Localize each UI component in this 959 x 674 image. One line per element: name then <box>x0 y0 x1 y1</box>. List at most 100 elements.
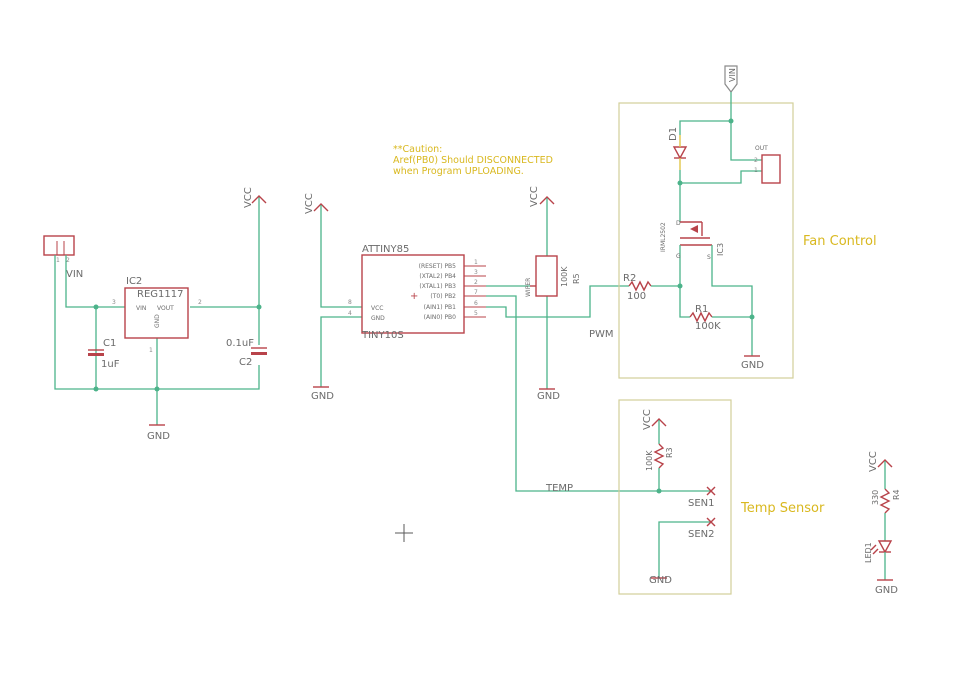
capacitor-c1-name: C1 <box>103 338 116 349</box>
mcu-pin-num: 6 <box>474 300 478 307</box>
resistor-r2[interactable] <box>628 280 652 292</box>
fan-output-pin1: 1 <box>754 167 758 174</box>
vcc-arrow-mcu <box>313 203 329 212</box>
capacitor-c2-name: C2 <box>239 357 252 368</box>
caution-note-line3: when Program UPLOADING. <box>393 166 524 177</box>
temp-sensor-frame: Temp Sensor VCC 100K R3 SEN1 SEN2 GND <box>618 399 825 595</box>
mosfet-pin-g: G <box>676 253 681 260</box>
gnd-label-pot: GND <box>537 391 560 402</box>
wire-pwm <box>486 285 629 318</box>
mcu-right-pins: (RESET) PB5 (XTAL2) PB4 (XTAL1) PB3 (T0)… <box>419 259 486 321</box>
led-section: VCC 330 R4 LED1 GND <box>864 451 901 596</box>
net-label-vin: VIN <box>66 269 83 280</box>
vcc-label-sensor: VCC <box>642 409 653 430</box>
mcu-pin-num: 3 <box>474 269 478 276</box>
wire-vout <box>190 197 260 308</box>
regulator-pin-out-num: 2 <box>198 299 202 306</box>
potentiometer-r5[interactable] <box>535 255 558 297</box>
regulator-pin-gnd: GND <box>154 314 161 328</box>
mcu-pin-vcc: VCC <box>371 305 383 312</box>
sensor-sen2-label: SEN2 <box>688 529 715 540</box>
resistor-r4-value: 330 <box>871 490 880 505</box>
regulator-section: 1 2 VIN IC2 REG1117 VIN VOUT GND 3 2 1 C… <box>43 187 267 442</box>
fan-output-connector[interactable] <box>761 154 781 184</box>
mcu-section: VCC GND ATTINY85 TINY10S VCC GND 8 4 + (… <box>304 144 711 494</box>
input-connector[interactable] <box>43 235 75 256</box>
resistor-r4[interactable] <box>879 488 891 514</box>
resistor-r1-name: R1 <box>695 304 708 315</box>
resistor-r2-name: R2 <box>623 273 636 284</box>
sensor-pad-sen1[interactable] <box>706 486 716 496</box>
net-label-temp: TEMP <box>545 483 573 494</box>
mcu-pin-label: (XTAL1) PB3 <box>419 283 456 290</box>
regulator-pin-vout: VOUT <box>157 305 174 312</box>
wire-temp <box>486 295 711 492</box>
vcc-label-pot: VCC <box>529 186 540 207</box>
regulator-pin-vin: VIN <box>136 305 146 312</box>
resistor-r1-value: 100K <box>695 321 721 332</box>
caution-note-line2: Aref(PB0) Should DISCONNECTED <box>393 155 553 166</box>
vcc-label-mcu: VCC <box>304 193 315 214</box>
temp-sensor-box <box>618 399 732 595</box>
wire-mcu-vcc <box>320 205 362 308</box>
mcu-plus-mark: + <box>410 291 418 302</box>
vcc-arrow-reg <box>251 195 267 204</box>
vcc-arrow-pot <box>539 196 555 205</box>
mcu-pin-num: 7 <box>474 289 478 296</box>
led-led1[interactable] <box>877 540 893 554</box>
mcu-pin-label: (AIN1) PB1 <box>424 304 457 311</box>
mcu-pin-num: 2 <box>474 279 478 286</box>
gnd-label-led: GND <box>875 585 898 596</box>
fan-output-label: OUT <box>755 145 768 152</box>
mcu-attiny85[interactable] <box>361 254 465 334</box>
gnd-label-sensor: GND <box>649 575 672 586</box>
fan-control-frame: Fan Control VIN D1 OUT 2 1 D G S <box>618 65 877 379</box>
mcu-pin-label: (XTAL2) PB4 <box>419 273 456 280</box>
mcu-pin-vcc-num: 8 <box>348 299 352 306</box>
fan-output-pin2: 2 <box>754 157 758 164</box>
mcu-name: ATTINY85 <box>362 244 409 255</box>
wire-vin <box>65 255 125 308</box>
resistor-r1[interactable] <box>689 311 713 323</box>
regulator-value: REG1117 <box>137 289 183 300</box>
mcu-pin-label: (AIN0) PB0 <box>424 314 457 321</box>
pot-section: VCC WIPER 100K R5 GND <box>525 186 581 402</box>
regulator-name: IC2 <box>126 276 142 287</box>
vcc-label-reg: VCC <box>243 187 254 208</box>
led-name: LED1 <box>864 542 873 563</box>
pot-wiper-label: WIPER <box>525 278 532 297</box>
vcc-label-led: VCC <box>868 451 879 472</box>
mcu-pin-num: 1 <box>474 259 478 266</box>
vcc-arrow-led <box>877 459 893 468</box>
mosfet-ic3[interactable] <box>679 221 753 356</box>
resistor-r4-name: R4 <box>892 489 901 500</box>
regulator-pin-in-num: 3 <box>112 299 116 306</box>
gnd-label-fan: GND <box>741 360 764 371</box>
diode-d1-name: D1 <box>668 127 679 141</box>
capacitor-c2[interactable] <box>251 352 267 355</box>
wire-mcu-gnd <box>320 316 362 387</box>
gnd-label-mcu: GND <box>311 391 334 402</box>
input-connector-pin2: 2 <box>66 257 70 264</box>
vin-supply-label: VIN <box>728 68 737 82</box>
resistor-r2-value: 100 <box>627 291 646 302</box>
mosfet-pin-s: S <box>707 254 711 261</box>
capacitor-c2-value: 0.1uF <box>226 338 254 349</box>
capacitor-c1[interactable] <box>88 353 104 356</box>
regulator-ic2[interactable] <box>124 287 189 339</box>
pot-value: 100K <box>560 266 569 287</box>
regulator-pin-gnd-num: 1 <box>149 347 153 354</box>
mcu-pin-gnd: GND <box>371 315 385 322</box>
sensor-sen1-label: SEN1 <box>688 498 715 509</box>
mcu-pin-gnd-num: 4 <box>348 310 352 317</box>
fan-control-box <box>618 102 794 379</box>
crosshair-cursor-icon <box>395 524 413 542</box>
caution-note-line1: **Caution: <box>393 144 442 155</box>
resistor-r3-value: 100K <box>645 450 654 471</box>
diode-d1[interactable] <box>672 146 688 160</box>
resistor-r3[interactable] <box>653 443 665 469</box>
net-label-pwm: PWM <box>589 329 614 340</box>
sensor-pad-sen2[interactable] <box>706 517 716 527</box>
resistor-r3-name: R3 <box>665 447 674 458</box>
